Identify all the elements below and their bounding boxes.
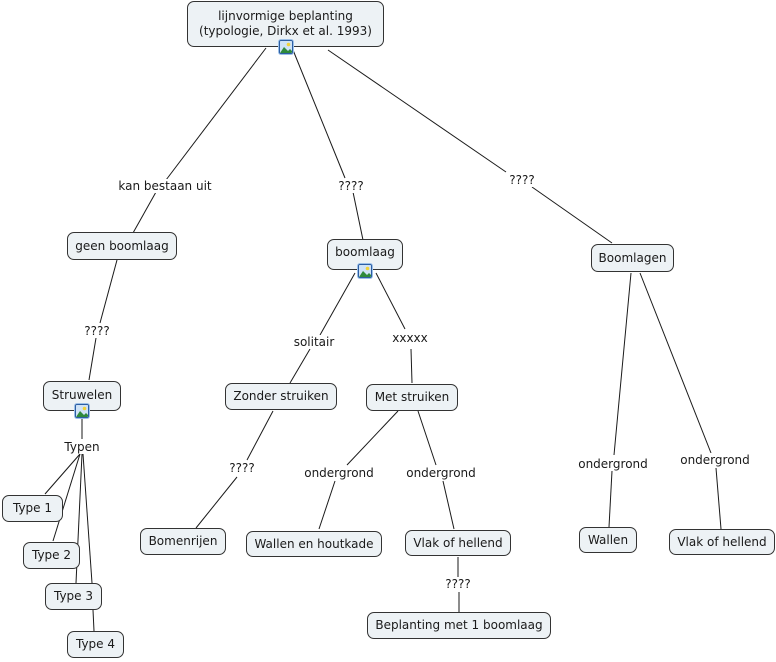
connector	[82, 453, 93, 584]
node-label: Vlak of hellend	[413, 535, 503, 550]
node-label: boomlaag	[335, 245, 395, 259]
node-label: geen boomlaag	[75, 238, 169, 253]
image-icon[interactable]	[358, 264, 372, 278]
node-root-line2: (typologie, Dirkx et al. 1993)	[199, 24, 372, 38]
connector	[52, 453, 81, 542]
node-vlak-of-hellend-1[interactable]: Vlak of hellend	[405, 530, 511, 556]
node-met-struiken[interactable]: Met struiken	[366, 384, 458, 411]
link-label-root-boomlagen: ????	[507, 173, 537, 187]
link-label-ondergrond-wallen-houtkade: ondergrond	[302, 466, 376, 480]
node-label: Type 3	[53, 589, 93, 603]
connector	[319, 272, 356, 336]
node-label: Wallen	[587, 532, 629, 547]
connector	[318, 480, 336, 530]
link-label-vlak-beplanting: ????	[443, 577, 473, 591]
node-root-line1: lijnvormige beplanting	[218, 9, 353, 23]
node-label: Zonder struiken	[233, 389, 329, 403]
node-root[interactable]: lijnvormige beplanting (typologie, Dirkx…	[187, 1, 384, 47]
connector	[352, 191, 364, 241]
link-label-zonder-bomenrijen: ????	[227, 461, 257, 475]
node-type-4[interactable]: Type 4	[67, 631, 124, 658]
node-label: Type 4	[75, 637, 115, 651]
node-vlak-of-hellend-2[interactable]: Vlak of hellend	[669, 529, 775, 555]
connector	[195, 476, 238, 529]
link-label-solitair: solitair	[291, 335, 337, 349]
node-beplanting-met-1-boomlaag[interactable]: Beplanting met 1 boomlaag	[367, 612, 551, 639]
connector	[327, 49, 507, 173]
connector	[442, 480, 455, 530]
connector	[92, 609, 95, 632]
node-label: Met struiken	[374, 390, 450, 404]
link-label-ondergrond-vlak-2: ondergrond	[678, 453, 752, 467]
node-geen-boomlaag[interactable]: geen boomlaag	[67, 232, 177, 260]
node-label: Wallen en houtkade	[254, 536, 374, 551]
node-label: Type 2	[31, 548, 71, 562]
link-label-typen: Typen	[62, 440, 102, 454]
connector	[715, 467, 722, 530]
node-boomlagen[interactable]: Boomlagen	[591, 244, 674, 272]
link-label-ondergrond-vlak-1: ondergrond	[404, 466, 478, 480]
connector	[289, 348, 311, 384]
connector	[639, 272, 712, 454]
node-label: Boomlagen	[598, 250, 667, 265]
node-label: Struwelen	[51, 387, 113, 402]
link-label-xxxxx: xxxxx	[390, 331, 430, 345]
connector	[99, 259, 118, 324]
link-label-kan-bestaan-uit: kan bestaan uit	[116, 179, 214, 193]
link-label-root-boomlaag: ????	[336, 179, 366, 193]
connector	[531, 186, 613, 244]
node-type-2[interactable]: Type 2	[23, 542, 80, 569]
connector	[375, 272, 406, 330]
connector	[292, 49, 346, 179]
connector	[246, 410, 274, 461]
link-label-ondergrond-wallen: ondergrond	[576, 457, 650, 471]
connector	[132, 191, 157, 234]
connector	[410, 348, 413, 384]
link-label-geen-struwelen: ????	[82, 324, 112, 338]
node-type-3[interactable]: Type 3	[45, 583, 102, 610]
node-type-1[interactable]: Type 1	[2, 495, 63, 522]
connector	[608, 470, 613, 528]
image-icon[interactable]	[279, 40, 293, 54]
connector	[417, 410, 437, 466]
node-label: Type 1	[12, 501, 52, 515]
node-label: Beplanting met 1 boomlaag	[375, 618, 543, 632]
node-struwelen[interactable]: Struwelen	[43, 381, 121, 411]
connector	[613, 272, 632, 456]
node-wallen[interactable]: Wallen	[579, 527, 637, 553]
connector	[346, 410, 399, 466]
node-zonder-struiken[interactable]: Zonder struiken	[225, 383, 337, 410]
connector	[44, 453, 81, 495]
connector	[88, 337, 97, 381]
node-label: Bomenrijen	[148, 534, 218, 548]
image-icon[interactable]	[75, 404, 89, 418]
node-wallen-en-houtkade[interactable]: Wallen en houtkade	[246, 531, 382, 557]
node-label: Vlak of hellend	[677, 534, 767, 549]
node-bomenrijen[interactable]: Bomenrijen	[140, 528, 226, 555]
connector	[165, 47, 267, 181]
